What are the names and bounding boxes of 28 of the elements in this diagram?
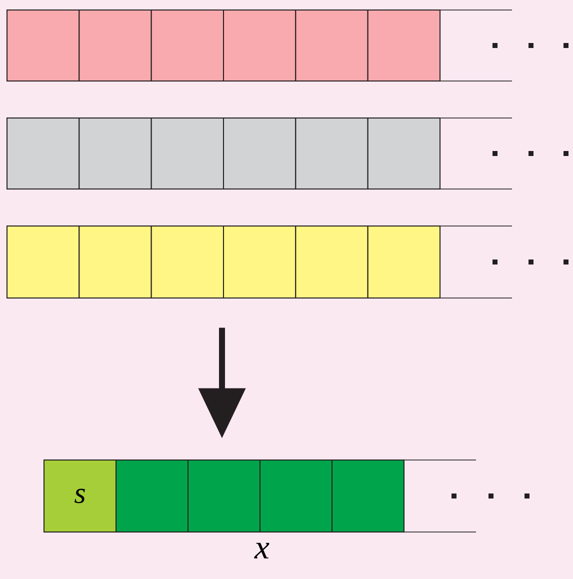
cell xyxy=(78,10,152,82)
variable-label: x xyxy=(254,542,270,558)
cell xyxy=(295,10,368,82)
cell xyxy=(6,118,80,190)
cell xyxy=(150,118,224,190)
cell xyxy=(367,10,441,82)
cell xyxy=(367,118,441,190)
cell xyxy=(150,10,224,82)
cell-row xyxy=(6,226,512,298)
cell xyxy=(188,460,260,532)
cell xyxy=(223,10,296,82)
cell xyxy=(260,460,332,532)
cell xyxy=(6,10,80,82)
cell xyxy=(78,118,152,190)
cell-row xyxy=(6,118,512,190)
cell xyxy=(332,460,404,532)
cell xyxy=(223,118,296,190)
cell xyxy=(295,226,368,298)
cell-row xyxy=(6,10,512,82)
cell xyxy=(295,118,368,190)
cell xyxy=(78,226,152,298)
cell xyxy=(6,226,80,298)
letter-cell: s xyxy=(44,460,116,532)
cell xyxy=(367,226,441,298)
cell xyxy=(223,226,296,298)
cell xyxy=(116,460,188,532)
cell-row xyxy=(44,460,476,532)
cell xyxy=(150,226,224,298)
